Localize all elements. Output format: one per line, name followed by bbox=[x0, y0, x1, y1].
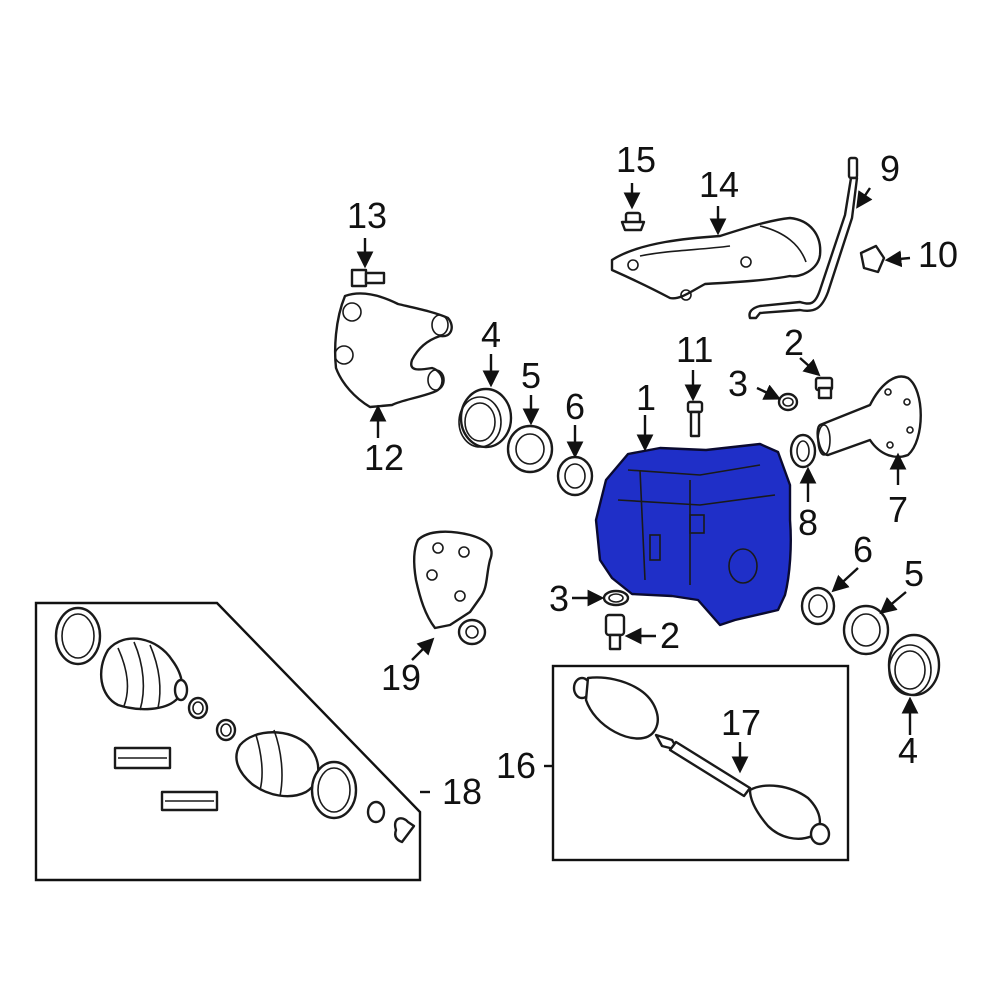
callout-5-lower: 5 bbox=[904, 553, 924, 594]
callout-6-lower: 6 bbox=[853, 529, 873, 570]
callout-16: 16 bbox=[496, 745, 536, 786]
callout-19: 19 bbox=[381, 657, 421, 698]
callout-1: 1 bbox=[636, 377, 656, 418]
mount-bracket-19[interactable] bbox=[413, 530, 493, 646]
plug-2-lower[interactable] bbox=[604, 613, 626, 651]
axle-shaft-17[interactable] bbox=[572, 676, 831, 846]
callout-3-lower: 3 bbox=[549, 578, 569, 619]
callout-9: 9 bbox=[880, 148, 900, 189]
callout-5-upper: 5 bbox=[521, 355, 541, 396]
differential-housing-1[interactable] bbox=[594, 442, 792, 627]
callout-8: 8 bbox=[798, 502, 818, 543]
callout-4-upper: 4 bbox=[481, 314, 501, 355]
callout-10: 10 bbox=[918, 234, 958, 275]
o-ring-3-lower[interactable] bbox=[602, 589, 630, 607]
callout-4-lower: 4 bbox=[898, 730, 918, 771]
cv-boot-kit-box bbox=[34, 601, 422, 882]
cv-boot-kit-18[interactable] bbox=[54, 606, 416, 844]
bracket-12[interactable] bbox=[333, 292, 453, 409]
bolt-11[interactable] bbox=[686, 400, 704, 438]
callout-13: 13 bbox=[347, 195, 387, 236]
seal-8[interactable] bbox=[789, 433, 817, 469]
shim-5-lower[interactable] bbox=[842, 604, 890, 656]
heat-shield-14[interactable] bbox=[610, 216, 822, 301]
bolt-13[interactable] bbox=[350, 268, 386, 288]
callout-12: 12 bbox=[364, 437, 404, 478]
callout-3-upper: 3 bbox=[728, 363, 748, 404]
shim-5-upper[interactable] bbox=[506, 424, 554, 474]
plug-2-upper[interactable] bbox=[814, 376, 834, 400]
o-ring-3-upper[interactable] bbox=[777, 392, 799, 412]
callout-15: 15 bbox=[616, 139, 656, 180]
seal-6-upper[interactable] bbox=[556, 455, 594, 497]
callout-2-lower: 2 bbox=[660, 615, 680, 656]
bearing-4-lower[interactable] bbox=[887, 633, 941, 697]
clip-10[interactable] bbox=[859, 244, 886, 274]
seal-6-lower[interactable] bbox=[800, 586, 836, 626]
output-flange-7[interactable] bbox=[816, 375, 922, 459]
callout-17: 17 bbox=[721, 702, 761, 743]
callout-11: 11 bbox=[676, 329, 713, 370]
callouts: 15 14 9 10 13 12 11 3 2 1 4 5 6 7 8 6 5 … bbox=[347, 139, 958, 812]
bolt-15[interactable] bbox=[620, 211, 646, 232]
leader-lines bbox=[356, 183, 919, 794]
callout-6-upper: 6 bbox=[565, 386, 585, 427]
callout-2-upper: 2 bbox=[784, 322, 804, 363]
vent-tube-9[interactable] bbox=[748, 156, 859, 320]
callout-14: 14 bbox=[699, 164, 739, 205]
axle-shaft-box bbox=[551, 664, 850, 862]
callout-18: 18 bbox=[442, 771, 482, 812]
callout-7: 7 bbox=[888, 489, 908, 530]
bearing-4-upper[interactable] bbox=[458, 387, 513, 449]
